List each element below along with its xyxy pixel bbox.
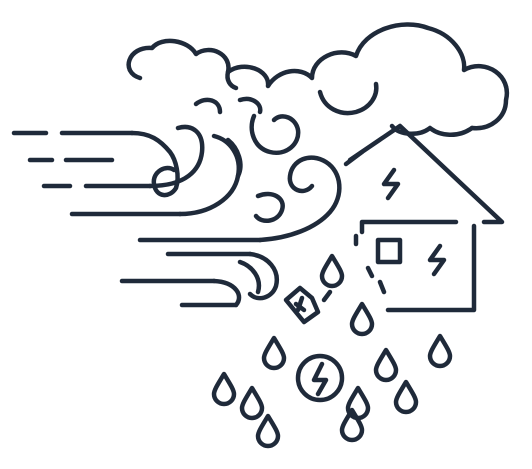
house-icon (343, 123, 505, 313)
wind-swirl-icon (193, 96, 342, 308)
cloud-icon (126, 22, 510, 137)
lightning-bolt-icon (381, 167, 447, 277)
wind-swirl-icon (129, 124, 242, 217)
wind-lines-icon (11, 130, 263, 308)
flying-debris-icon (283, 285, 333, 325)
raindrop-icon (211, 253, 453, 449)
house-window-icon (375, 237, 403, 265)
power-coin-icon (295, 353, 345, 403)
